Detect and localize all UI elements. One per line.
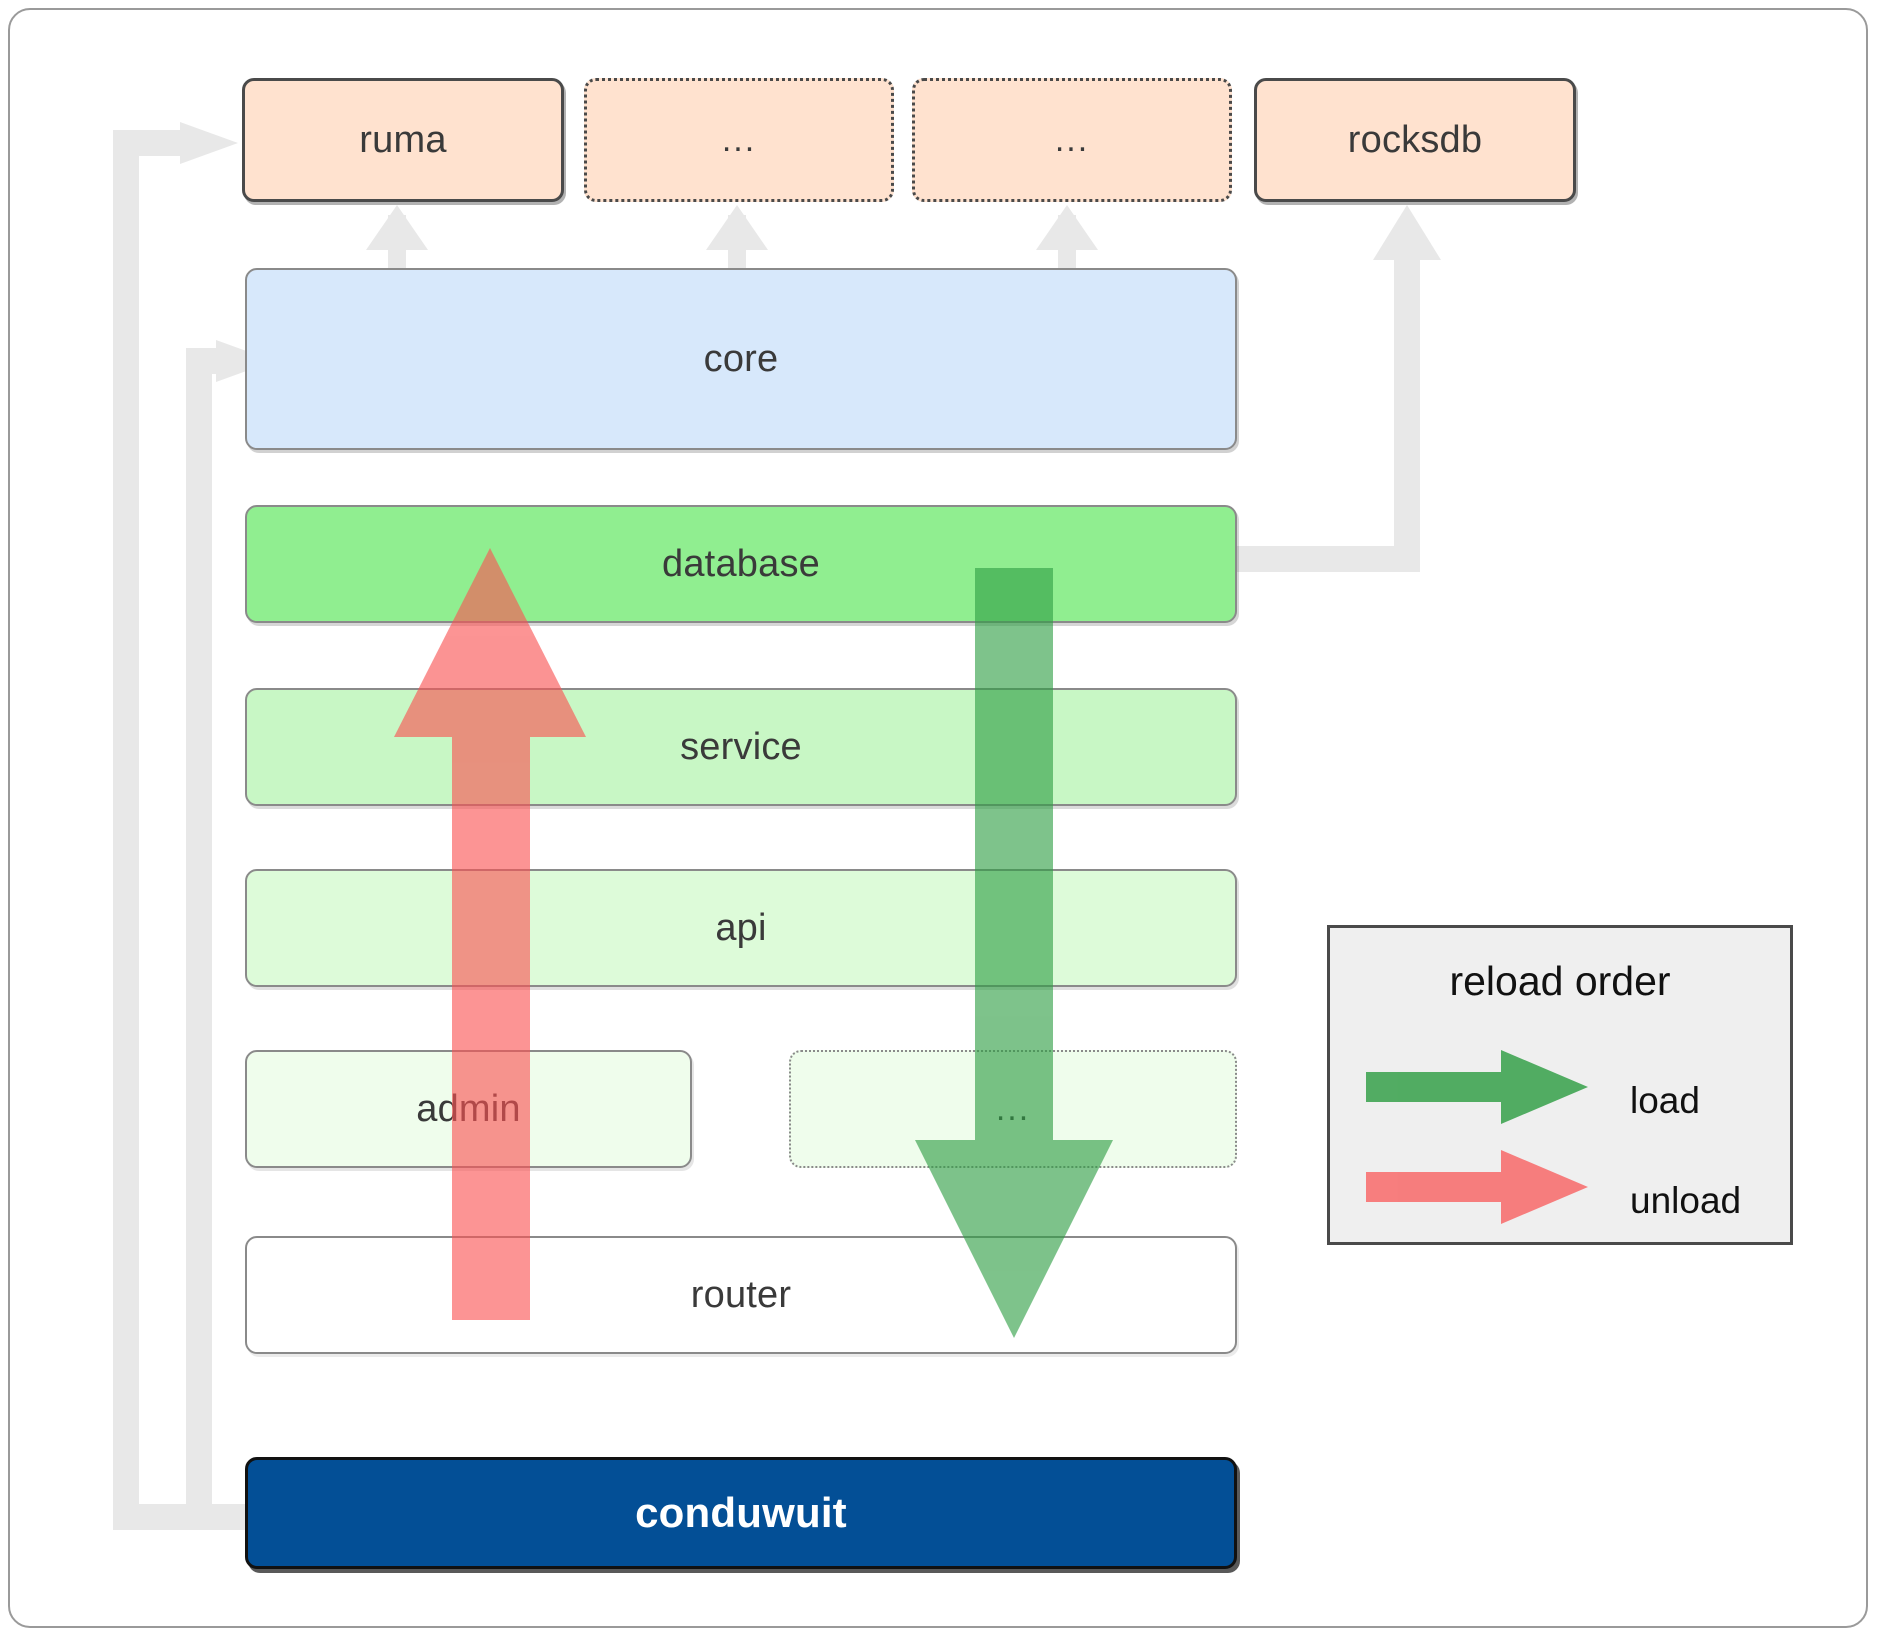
crate-api-label: api	[715, 906, 767, 949]
crate-router[interactable]: router	[245, 1236, 1237, 1354]
crate-core[interactable]: core	[245, 268, 1237, 450]
dependency-placeholder-2-label: ...	[1054, 120, 1090, 159]
dependency-ruma-label: ruma	[359, 118, 447, 161]
legend-reload-order: reload order load unload	[1327, 925, 1793, 1245]
legend-arrow-unload-icon	[1366, 1150, 1588, 1224]
dependency-rocksdb-label: rocksdb	[1347, 118, 1483, 161]
dependency-ruma[interactable]: ruma	[242, 78, 564, 202]
diagram-frame	[8, 8, 1868, 1628]
crate-api[interactable]: api	[245, 869, 1237, 987]
dependency-rocksdb[interactable]: rocksdb	[1254, 78, 1576, 202]
crate-admin[interactable]: admin	[245, 1050, 692, 1168]
dependency-placeholder-1[interactable]: ...	[584, 78, 894, 202]
crate-core-label: core	[703, 337, 779, 380]
crate-router-label: router	[690, 1273, 792, 1316]
legend-label-unload: unload	[1630, 1180, 1742, 1221]
crate-service-label: service	[680, 725, 802, 768]
crate-admin-label: admin	[416, 1087, 521, 1130]
legend-label-load: load	[1630, 1080, 1700, 1121]
crate-conduwuit[interactable]: conduwuit	[245, 1457, 1237, 1569]
crate-admin-placeholder[interactable]: ...	[789, 1050, 1237, 1168]
crate-admin-placeholder-label: ...	[995, 1089, 1031, 1128]
crate-service[interactable]: service	[245, 688, 1237, 806]
dependency-placeholder-1-label: ...	[721, 120, 757, 159]
dependency-placeholder-2[interactable]: ...	[912, 78, 1232, 202]
legend-title: reload order	[1449, 958, 1671, 1004]
crate-database[interactable]: database	[245, 505, 1237, 623]
crate-conduwuit-label: conduwuit	[635, 1489, 847, 1536]
legend-arrow-load-icon	[1366, 1050, 1588, 1124]
crate-database-label: database	[662, 542, 820, 585]
